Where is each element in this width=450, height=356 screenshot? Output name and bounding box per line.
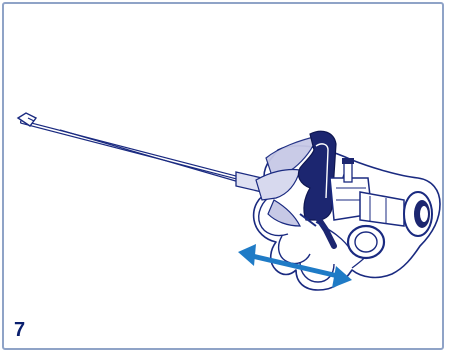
instrument-shaft <box>18 113 262 192</box>
step-number: 7 <box>14 320 25 340</box>
